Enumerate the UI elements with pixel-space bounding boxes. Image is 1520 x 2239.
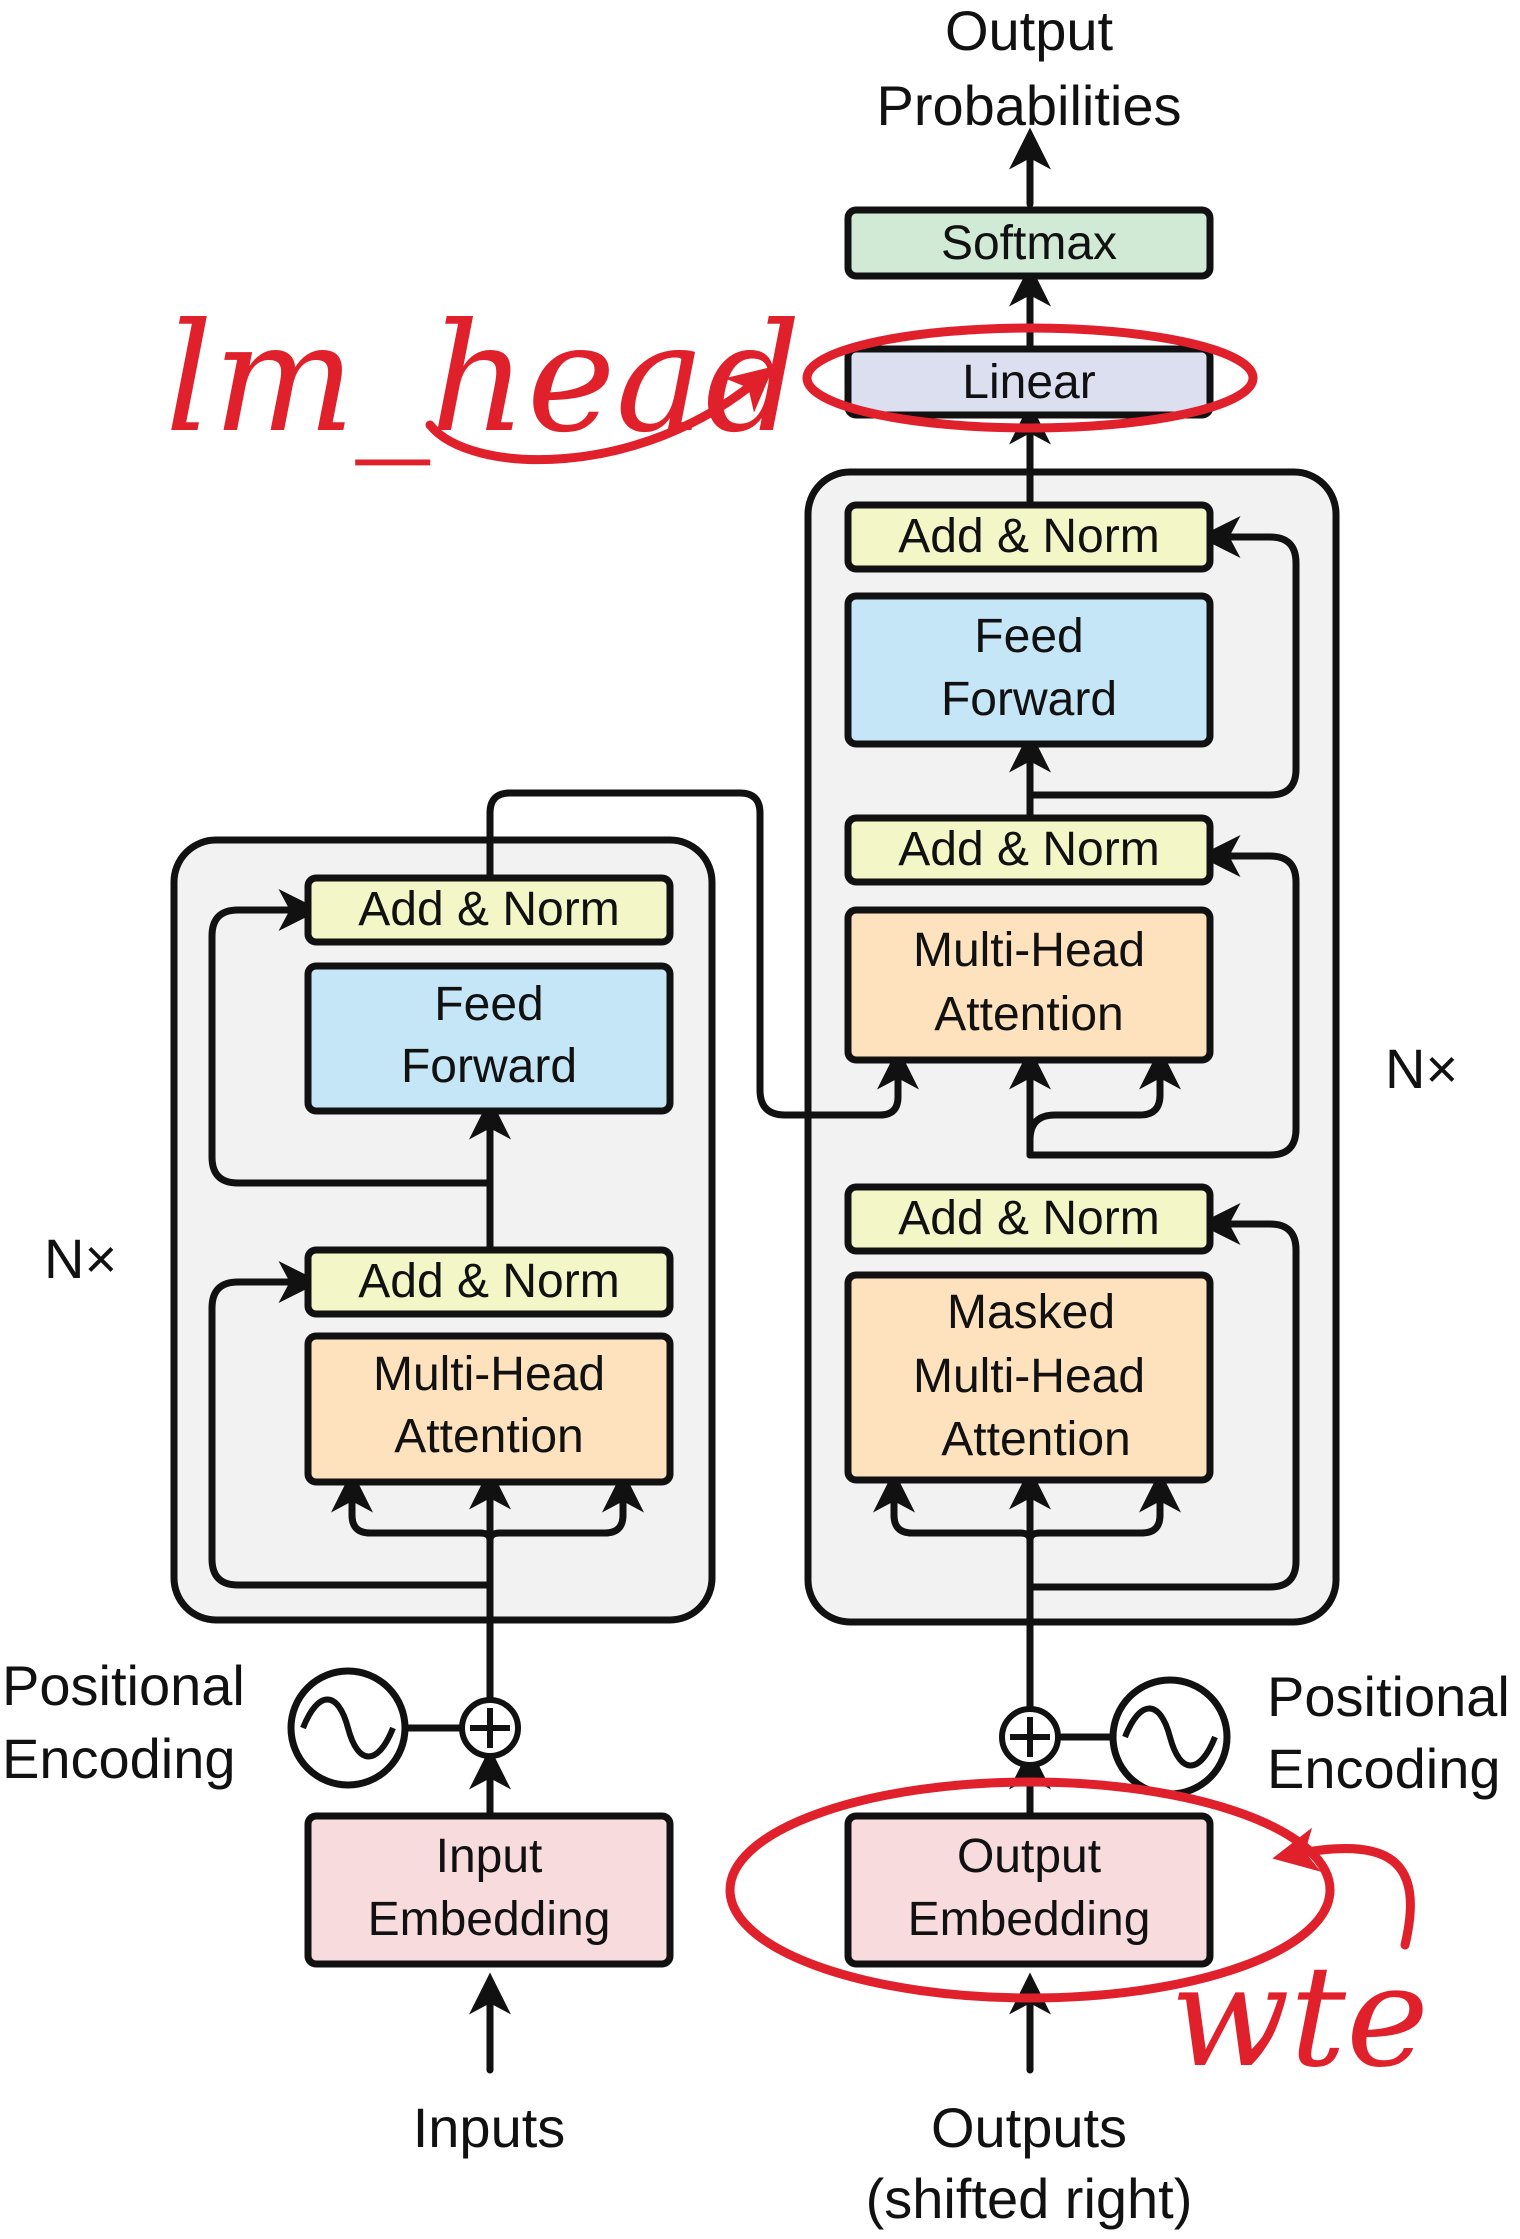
decoder-feed-forward-label-2: Forward: [941, 673, 1117, 726]
decoder-add-norm-top: Add & Norm: [844, 501, 1214, 573]
encoder-multi-head-attention: Multi-Head Attention: [304, 1332, 674, 1486]
decoder-wires: [873, 127, 1300, 2074]
input-embedding-label-2: Embedding: [368, 1893, 611, 1946]
decoder-feed-forward: Feed Forward: [844, 592, 1214, 748]
decoder-positional-encoding-label-2: Encoding: [1267, 1737, 1501, 1800]
softmax-label: Softmax: [941, 217, 1117, 270]
decoder-add-norm-top-label: Add & Norm: [898, 510, 1159, 563]
encoder-add-norm-bottom: Add & Norm: [304, 1246, 674, 1318]
decoder-cross-attention: Multi-Head Attention: [844, 906, 1214, 1064]
decoder-output-embedding: Output Embedding: [844, 1812, 1214, 1968]
input-embedding-label-1: Input: [436, 1830, 543, 1883]
masked-attention-label-2: Multi-Head: [913, 1350, 1145, 1403]
decoder-add-norm-mid: Add & Norm: [844, 814, 1214, 886]
output-probabilities-label-1: Output: [945, 0, 1114, 62]
linear-layer: Linear: [844, 345, 1214, 419]
linear-label: Linear: [962, 356, 1095, 409]
encoder-attention-label-1: Multi-Head: [373, 1348, 605, 1401]
encoder-add-icon: [459, 1697, 521, 1759]
wte-annotation: wte: [725, 1777, 1429, 2099]
encoder-feed-forward-label-2: Forward: [401, 1040, 577, 1093]
outputs-label-1: Outputs: [931, 2096, 1127, 2159]
encoder-positional-encoding-label-2: Encoding: [2, 1727, 236, 1790]
decoder-positional-encoding-label-1: Positional: [1267, 1665, 1510, 1728]
inputs-label: Inputs: [413, 2096, 566, 2159]
softmax-layer: Softmax: [844, 206, 1214, 280]
masked-attention-label-1: Masked: [947, 1286, 1115, 1339]
decoder-add-icon: [999, 1706, 1061, 1768]
decoder-feed-forward-label-1: Feed: [974, 610, 1083, 663]
wte-note: wte: [1170, 1936, 1429, 2099]
lm-head-annotation: lm_head: [165, 292, 1258, 466]
decoder-cross-attention-label-1: Multi-Head: [913, 924, 1145, 977]
output-probabilities-label-2: Probabilities: [876, 74, 1181, 137]
decoder-add-norm-bottom: Add & Norm: [844, 1183, 1214, 1255]
output-embedding-label-1: Output: [957, 1830, 1101, 1883]
decoder-positional-encoding-icon: [1109, 1676, 1231, 1798]
decoder-cross-attention-label-2: Attention: [934, 988, 1123, 1041]
masked-attention-label-3: Attention: [941, 1413, 1130, 1466]
lm-head-arrow: [425, 366, 774, 465]
encoder-attention-label-2: Attention: [394, 1410, 583, 1463]
encoder-feed-forward-label-1: Feed: [434, 978, 543, 1031]
encoder-positional-encoding-label-1: Positional: [2, 1654, 245, 1717]
encoder-add-norm-top: Add & Norm: [304, 874, 674, 946]
lm-head-note: lm_head: [165, 292, 801, 466]
linear-highlight-circle: [802, 323, 1258, 433]
decoder-add-norm-bottom-label: Add & Norm: [898, 1192, 1159, 1245]
encoder-repeat-label: N×: [44, 1227, 117, 1290]
encoder-input-embedding: Input Embedding: [304, 1812, 674, 1968]
outputs-label-2: (shifted right): [866, 2167, 1193, 2230]
encoder-stack: [170, 836, 716, 1624]
encoder-add-norm-top-label: Add & Norm: [358, 883, 619, 936]
decoder-masked-attention: Masked Multi-Head Attention: [844, 1271, 1214, 1484]
wte-arrow: [1272, 1827, 1415, 1950]
encoder-feed-forward: Feed Forward: [304, 962, 674, 1115]
decoder-repeat-label: N×: [1385, 1037, 1458, 1100]
decoder-add-norm-mid-label: Add & Norm: [898, 823, 1159, 876]
encoder-positional-encoding-icon: [287, 1667, 409, 1789]
encoder-add-norm-bottom-label: Add & Norm: [358, 1255, 619, 1308]
output-embedding-label-2: Embedding: [908, 1893, 1151, 1946]
embedding-highlight-circle: [725, 1777, 1335, 2003]
